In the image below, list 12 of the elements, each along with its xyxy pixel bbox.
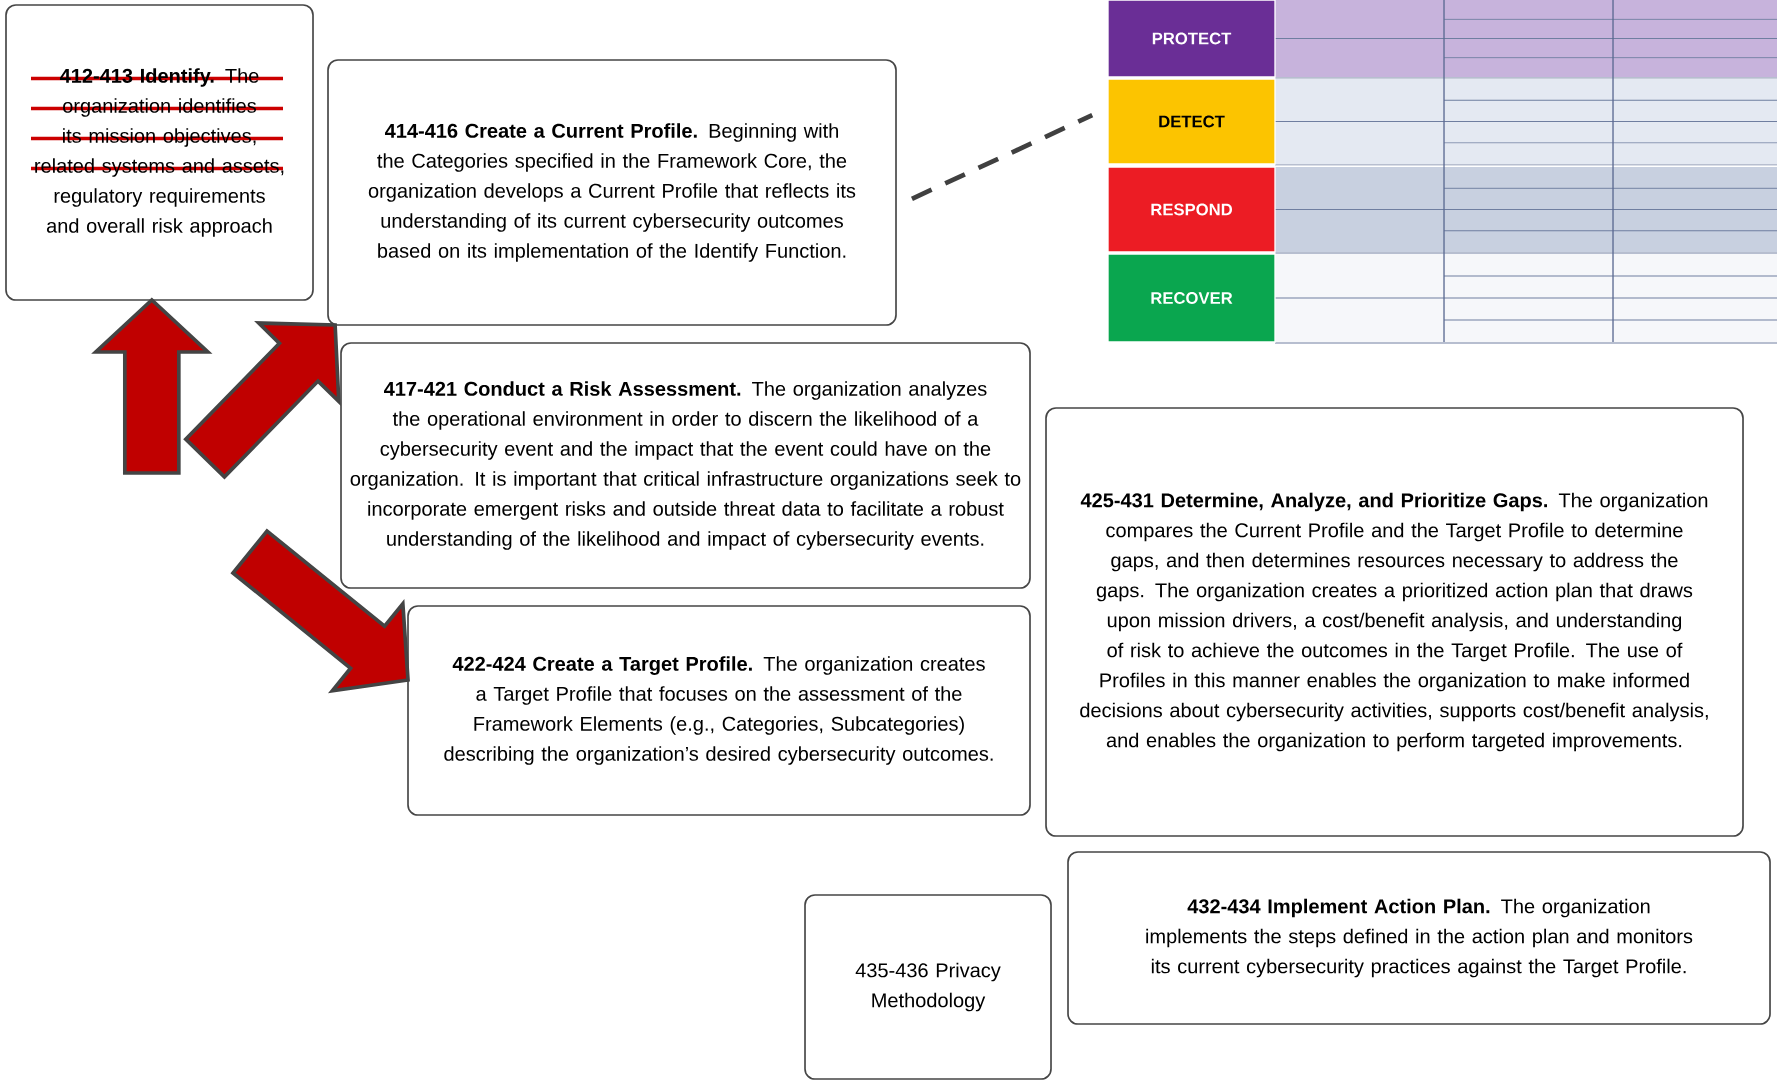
text-box: 435-436 Privacy Methodology bbox=[804, 894, 1052, 1080]
function-band: RECOVER bbox=[1107, 253, 1276, 343]
text-box: 425-431 Determine, Analyze, and Prioritize Gaps. The organization compares the Current Profile and the Target Profile to determine gaps, and then determines resources necessary to address the gaps. The organization creates a prioritized action plan that draws upon mission drivers, a cost/benefit analysis, and understanding of risk to achieve the outcomes in the Target Profile. The use of Profiles in this manner enables the organization to make informed decisions about cybersecurity activities, supports cost/benefit analysis, and enables the organization to perform targeted improvements. bbox=[1045, 407, 1744, 837]
block-arrow bbox=[91, 297, 213, 475]
text-box: 414-416 Create a Current Profile. Beginning with the Categories specified in the Framework Core, the organization develops a Current Profile that reflects its understanding of its current cybersecurity outcomes based on its implementation of the Identify Function. bbox=[327, 59, 897, 326]
function-band: DETECT bbox=[1107, 78, 1276, 165]
text-box: 417-421 Conduct a Risk Assessment. The organization analyzes the operational environment in order to discern the likelihood of a cybersecurity event and the impact that the event could have on the organization. It is important that critical infrastructure organizations seek to incorporate emergent risks and outside threat data to facilitate a robust understanding of the likelihood and impact of cybersecurity events. bbox=[340, 342, 1031, 589]
text-box: 422-424 Create a Target Profile. The organization creates a Target Profile that focuses on the assessment of the Framework Elements (e.g., Categories, Subcategories) describing the organization’s desired cybersecurity outcomes. bbox=[407, 605, 1031, 816]
function-band: PROTECT bbox=[1107, 0, 1276, 78]
text-box: 432-434 Implement Action Plan. The organization implements the steps defined in the action plan and monitors its current cybersecurity practices against the Target Profile. bbox=[1067, 851, 1771, 1025]
dashed-line bbox=[910, 113, 1094, 201]
function-band: RESPOND bbox=[1107, 166, 1276, 253]
